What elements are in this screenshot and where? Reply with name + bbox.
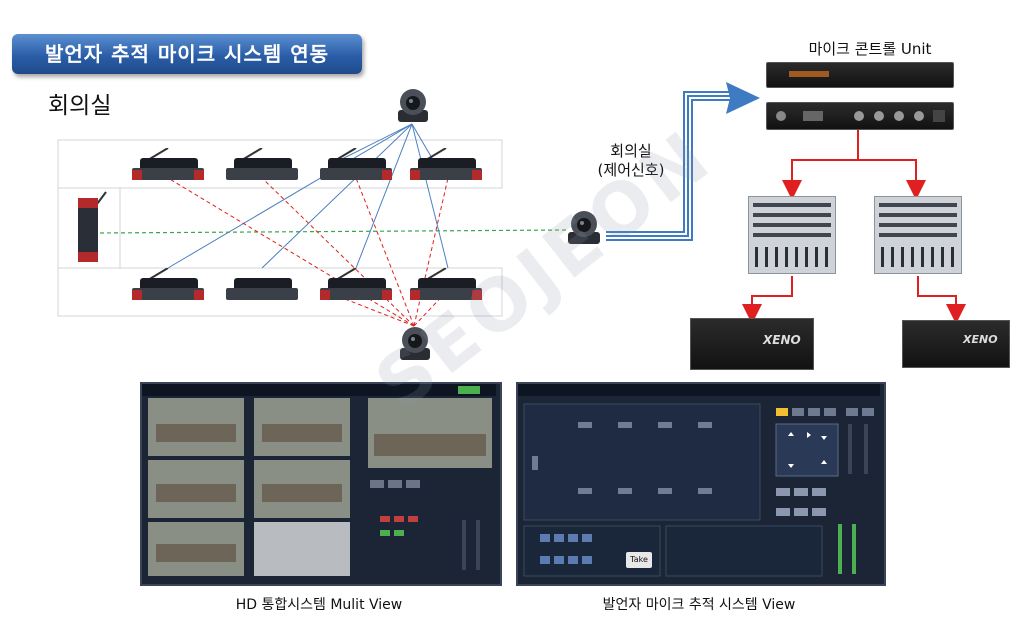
hd-multiview-screen — [140, 382, 502, 586]
audio-mixer — [874, 196, 962, 274]
page-title: 발언자 추적 마이크 시스템 연동 — [12, 34, 362, 74]
power-amplifier: XENO — [902, 320, 1010, 368]
amp-brand: XENO — [763, 333, 801, 347]
right-screen-caption: 발언자 마이크 추적 시스템 View — [602, 597, 796, 613]
ptz-camera-icon — [396, 88, 430, 124]
control-signal-label-line2: (제어신호) — [597, 161, 665, 179]
amp-brand: XENO — [963, 333, 998, 346]
control-signal-label: 회의실 (제어신호) — [586, 142, 676, 180]
camera-top-tracking-lines — [167, 123, 449, 269]
conference-mic-icon — [128, 147, 208, 182]
control-signal-label-line1: 회의실 — [610, 142, 652, 160]
ptz-camera-icon — [398, 326, 432, 362]
control-unit-front — [766, 62, 954, 88]
power-amplifier: XENO — [690, 318, 814, 370]
conference-mic-icon — [128, 267, 208, 302]
ptz-camera-icon — [566, 210, 602, 246]
conference-mic-icon — [316, 147, 396, 182]
conference-mic-icon — [316, 267, 396, 302]
conference-mic-icon — [222, 147, 302, 182]
audio-mixer — [748, 196, 836, 274]
chair-mic-icon — [74, 188, 108, 268]
camera-bottom-tracking-lines — [167, 177, 449, 327]
audio-flow-arrows — [742, 128, 966, 324]
room-label: 회의실 — [48, 93, 112, 119]
conference-mic-icon — [406, 147, 486, 182]
take-button[interactable]: Take — [626, 552, 652, 568]
conference-mic-icon — [406, 267, 486, 302]
control-unit-label: 마이크 콘트롤 Unit — [808, 40, 932, 58]
conference-mic-icon — [222, 268, 302, 302]
control-signal-link — [606, 82, 760, 241]
tracking-view-screen: Take — [516, 382, 886, 586]
green-dashed-link — [99, 229, 569, 234]
control-unit-rear — [766, 102, 954, 130]
left-screen-caption: HD 통합시스템 Mulit View — [235, 597, 403, 613]
